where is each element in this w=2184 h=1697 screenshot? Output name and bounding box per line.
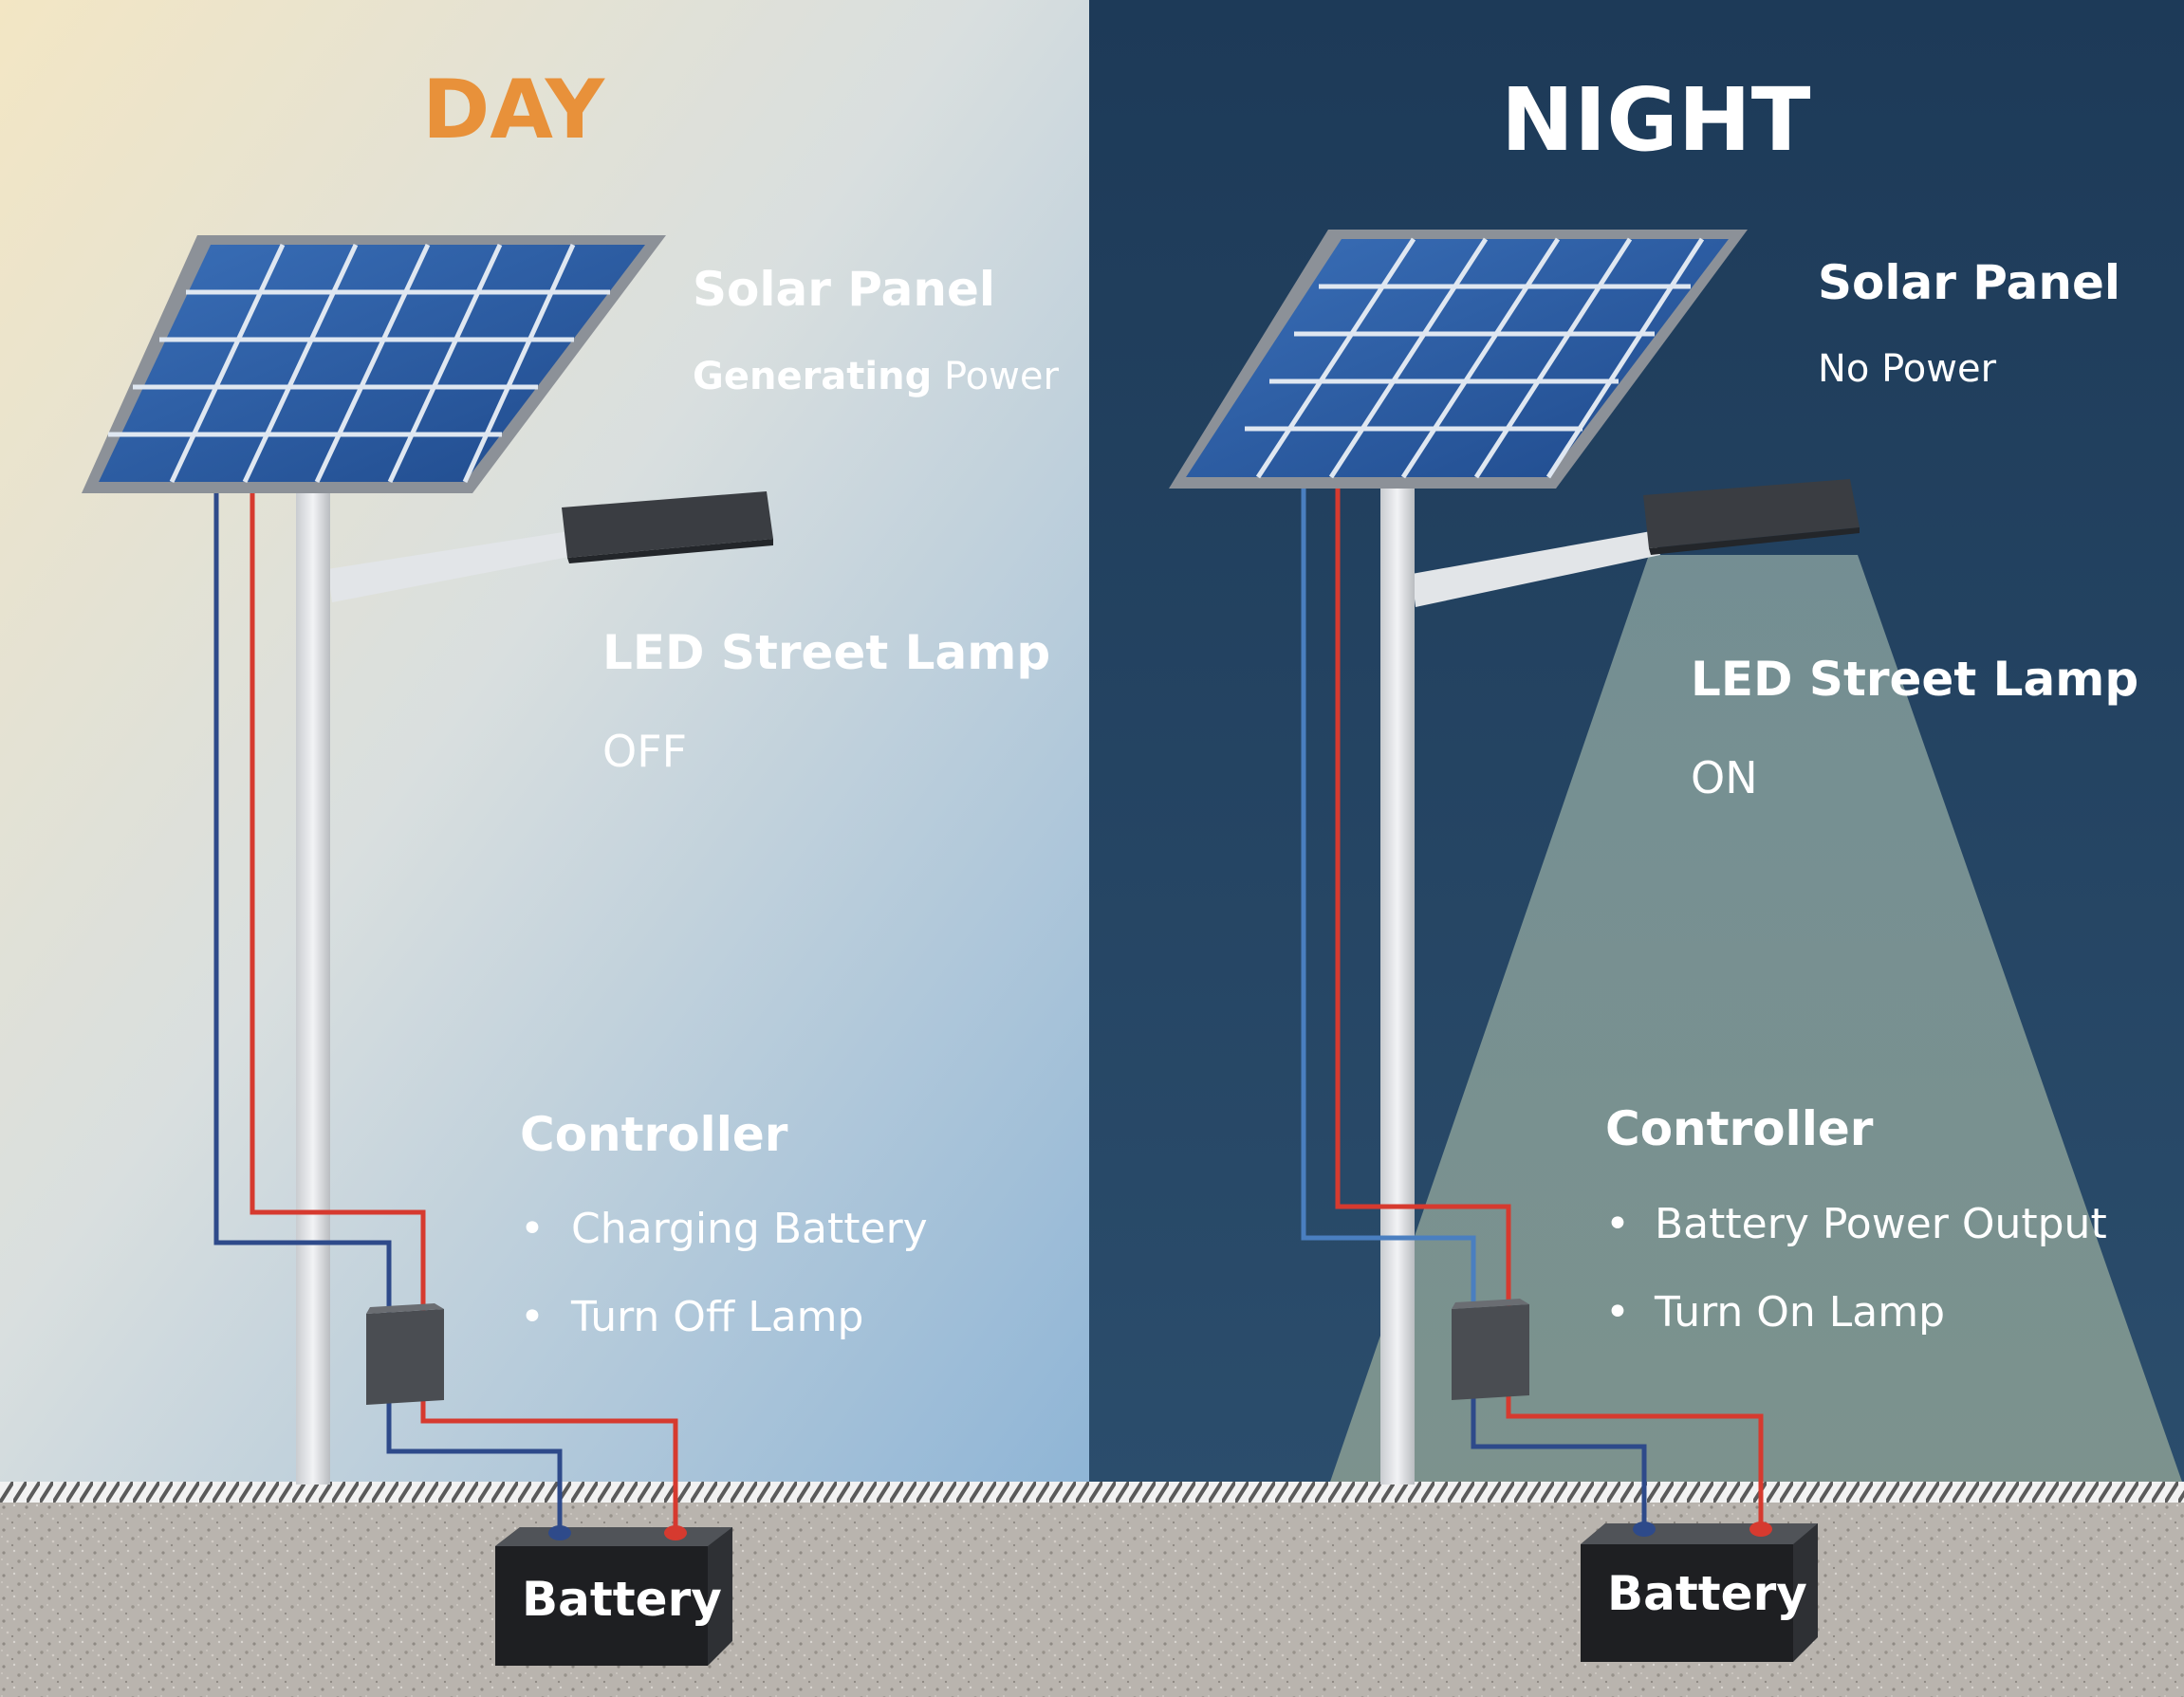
day-controller-title: Controller [520,1107,788,1162]
day-solar-panel-status: Generating Power [693,355,1059,398]
night-solar-panel [1169,230,1748,489]
day-pole [296,489,330,1485]
day-battery-positive-terminal [664,1525,687,1540]
night-positive-wire-bottom [1506,1396,1764,1525]
day-battery-negative-terminal [548,1525,571,1540]
night-positive-wire-top [1335,489,1511,1309]
day-controller-item-2: Turn Off Lamp [570,1293,863,1341]
day-solar-panel [82,235,666,493]
day-positive-wire-bottom [420,1399,678,1529]
night-scene: Battery [1169,230,1860,1662]
day-negative-wire-top [213,493,392,1314]
day-negative-wire-bottom [386,1399,563,1529]
day-solar-panel-status-bold: Generating [693,355,932,398]
day-controller-box [366,1303,444,1405]
night-lamp-arm [1412,531,1660,607]
lamp-light-beam [1328,555,2184,1487]
day-solar-panel-title: Solar Panel [693,262,995,317]
night-lamp-title: LED Street Lamp [1691,652,2138,707]
night-negative-wire-bottom [1471,1396,1647,1525]
night-solar-panel-title: Solar Panel [1818,255,2120,310]
night-pole [1380,484,1415,1485]
day-lamp-title: LED Street Lamp [602,625,1050,680]
night-negative-wire-top [1301,489,1476,1309]
day-solar-panel-status-rest: Power [932,355,1059,398]
day-controller-bullet-1: • [520,1205,545,1253]
night-battery-negative-terminal [1633,1522,1656,1537]
night-battery: Battery [1581,1522,1818,1662]
night-controller-item-2: Turn On Lamp [1654,1288,1945,1337]
day-controller-bullet-2: • [520,1293,545,1341]
day-battery: Battery [495,1525,732,1666]
day-lamp-state: OFF [602,726,687,777]
night-battery-positive-terminal [1749,1522,1772,1537]
ground [0,1503,2184,1697]
day-scene: Battery [82,235,773,1666]
night-title: NIGHT [1501,69,1811,171]
night-controller-title: Controller [1605,1101,1874,1156]
day-background [0,0,1089,1487]
night-lamp-head [1643,479,1860,548]
night-controller-bullet-1: • [1605,1200,1630,1248]
day-positive-wire-top [250,493,426,1314]
day-controller-item-1: Charging Battery [571,1205,928,1253]
ground-hatch [0,1482,2184,1503]
night-controller-bullet-2: • [1605,1288,1630,1337]
night-solar-panel-status: No Power [1818,347,1997,391]
night-lamp-state: ON [1691,752,1758,803]
day-title: DAY [422,63,606,157]
night-controller-box [1452,1299,1529,1400]
day-lamp-arm [327,531,579,602]
day-lamp-head [562,491,773,558]
night-controller-item-1: Battery Power Output [1655,1200,2107,1248]
day-battery-label: Battery [522,1572,722,1627]
night-battery-label: Battery [1607,1566,1807,1621]
